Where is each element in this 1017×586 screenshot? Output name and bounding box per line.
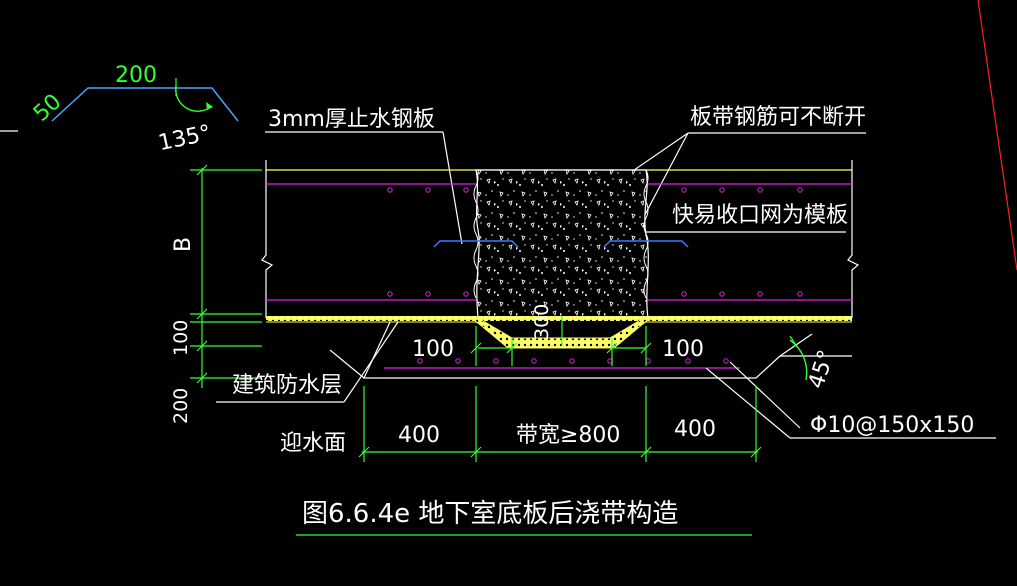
dim-200-left-label: 200	[170, 388, 192, 424]
dim-400-right-label: 400	[674, 417, 716, 442]
waterproof-leader: 建筑防水层	[216, 321, 399, 403]
waterproof-layer-label: 建筑防水层	[232, 373, 342, 398]
dim-100-left-label: 100	[170, 320, 192, 356]
figure-title: 图6.6.4e 地下室底板后浇带构造	[302, 499, 678, 529]
dim-100-a-label: 100	[412, 337, 454, 362]
band-dimensions	[358, 386, 762, 462]
rebar-hook-detail: 200 50 135°	[29, 63, 239, 156]
post-pour-band	[473, 169, 649, 319]
section-boundary-line	[977, 0, 1017, 271]
waterproof-layer	[266, 316, 852, 349]
left-dimensions	[190, 164, 262, 388]
water-stop-plate-label: 3mm厚止水钢板	[268, 107, 435, 132]
slope-angle-annotation: 45°	[779, 333, 840, 392]
dim-400-left-label: 400	[398, 423, 440, 448]
hook-dim-50: 50	[29, 89, 67, 126]
rebar-continuous-label: 板带钢筋可不断开	[690, 105, 866, 130]
rebar-spec-label: Φ10@150x150	[810, 413, 974, 438]
hook-angle-label: 135°	[156, 121, 213, 156]
top-annotations: 3mm厚止水钢板 板带钢筋可不断开 快易收口网为模板	[265, 105, 866, 301]
trough-dimensions	[470, 316, 652, 366]
band-width-label: 带宽≥800	[516, 423, 620, 448]
hook-dim-200: 200	[115, 63, 157, 88]
rebar-spec-leader: Φ10@150x150	[705, 361, 996, 439]
water-face-label: 迎水面	[280, 431, 346, 456]
dim-100-b-label: 100	[662, 337, 704, 362]
mesh-formwork-label: 快易收口网为模板	[672, 203, 848, 228]
slope-angle-label: 45°	[804, 347, 840, 392]
lower-slab	[329, 321, 852, 379]
dim-300-label: 300	[531, 304, 553, 340]
water-stop-plates	[433, 240, 689, 248]
dim-b-label: B	[171, 237, 196, 252]
